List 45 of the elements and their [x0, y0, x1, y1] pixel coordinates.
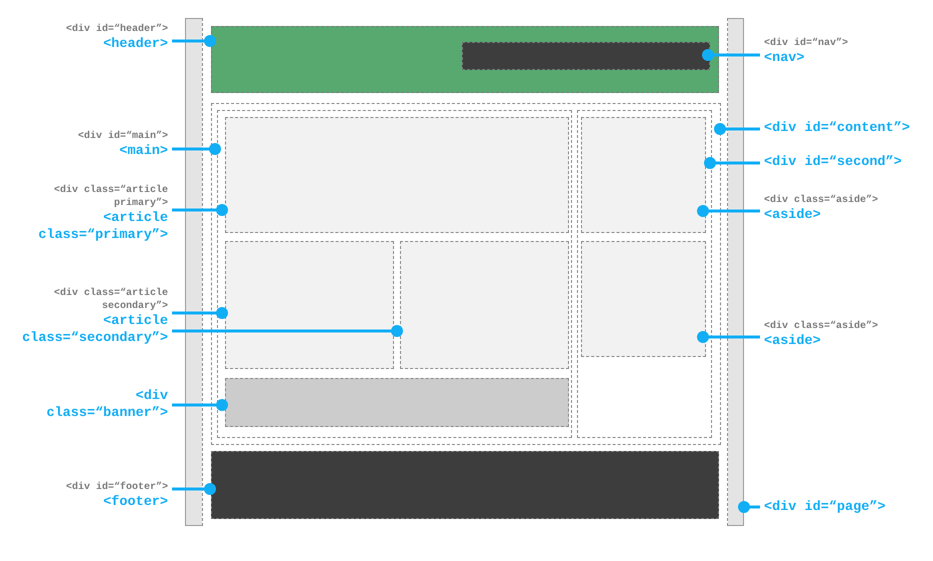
- tag-label: <main>: [118, 143, 168, 160]
- tag-label: <div id=“second”>: [764, 154, 903, 171]
- tag-label: <footer>: [102, 494, 168, 511]
- banner-block: [225, 378, 569, 427]
- tag-label: <header>: [102, 36, 168, 53]
- leader-line: [702, 49, 760, 61]
- leader-line: [172, 399, 228, 411]
- tag-label: <div class=“banner”>: [45, 388, 168, 422]
- leader-line: [172, 483, 216, 495]
- tag-label: <aside>: [764, 207, 822, 224]
- div-code-label: <div class=“article secondary”>: [52, 287, 168, 313]
- div-code-label: <div id=“footer”>: [64, 481, 168, 494]
- leader-line: [697, 205, 760, 217]
- content-container: [211, 103, 721, 445]
- leader-line: [714, 123, 760, 135]
- leader-line: [738, 501, 760, 513]
- footer-block: [211, 451, 719, 519]
- leader-line: [172, 307, 228, 319]
- sidebar-container: [577, 110, 712, 438]
- div-code-label: <div id=“nav”>: [764, 37, 850, 50]
- leader-line: [172, 204, 228, 216]
- tag-label: <div id=“page”>: [764, 499, 887, 516]
- div-code-label: <div class=“aside”>: [764, 320, 880, 333]
- tag-label: <nav>: [764, 50, 806, 67]
- div-code-label: <div id=“header”>: [64, 23, 168, 36]
- leader-line: [697, 331, 760, 343]
- header-block: [211, 26, 719, 93]
- div-code-label: <div class=“aside”>: [764, 194, 880, 207]
- div-code-label: <div class=“article primary”>: [52, 184, 168, 210]
- leader-line: [172, 143, 221, 155]
- article-block: [225, 117, 569, 233]
- tag-label: <article class=“primary”>: [37, 210, 168, 244]
- article-block: [400, 241, 569, 369]
- leader-line: [172, 325, 403, 337]
- tag-label: <article class=“secondary”>: [21, 313, 168, 347]
- leader-line: [172, 35, 216, 47]
- nav-block: [462, 42, 710, 70]
- tag-label: <aside>: [764, 333, 822, 350]
- tag-label: <div id=“content”>: [764, 120, 911, 137]
- aside-block: [581, 241, 706, 357]
- leader-line: [704, 157, 760, 169]
- div-code-label: <div id=“main”>: [76, 130, 168, 143]
- aside-block: [581, 117, 706, 233]
- article-block: [225, 241, 394, 369]
- main-container: [217, 110, 572, 438]
